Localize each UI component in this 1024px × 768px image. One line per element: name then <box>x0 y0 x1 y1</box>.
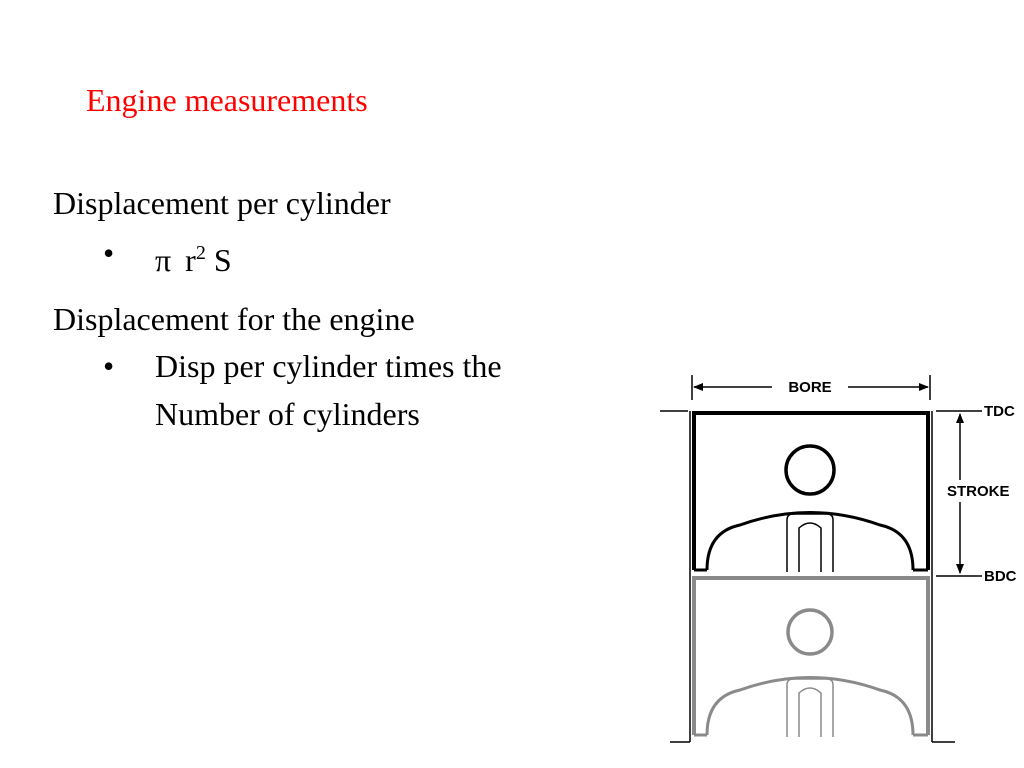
stroke-label: STROKE <box>947 483 1010 500</box>
slide-title: Engine measurements <box>86 82 368 118</box>
piston-bdc <box>692 576 930 737</box>
bullet-text-line-1: Disp per cylinder times the <box>155 348 502 384</box>
pi-symbol: π <box>155 242 172 278</box>
stroke-symbol: S <box>213 242 232 278</box>
stroke-dimension: STROKE <box>947 413 1010 574</box>
bullet-icon: • <box>103 348 115 384</box>
bore-label: BORE <box>788 379 831 396</box>
heading-displacement-for-engine: Displacement for the engine <box>53 301 415 337</box>
tdc-label: TDC <box>984 403 1015 420</box>
bore-dimension: BORE <box>691 375 931 400</box>
bore-stroke-diagram: BORE TDC BDC STROKE <box>660 375 1017 743</box>
bullet-icon: • <box>103 235 115 271</box>
exponent: 2 <box>195 242 206 264</box>
bdc-label: BDC <box>984 568 1017 585</box>
bullet-text-line-2: Number of cylinders <box>155 396 420 432</box>
radius-symbol: r <box>185 242 196 278</box>
piston-tdc <box>692 411 930 572</box>
heading-displacement-per-cylinder: Displacement per cylinder <box>53 185 391 221</box>
